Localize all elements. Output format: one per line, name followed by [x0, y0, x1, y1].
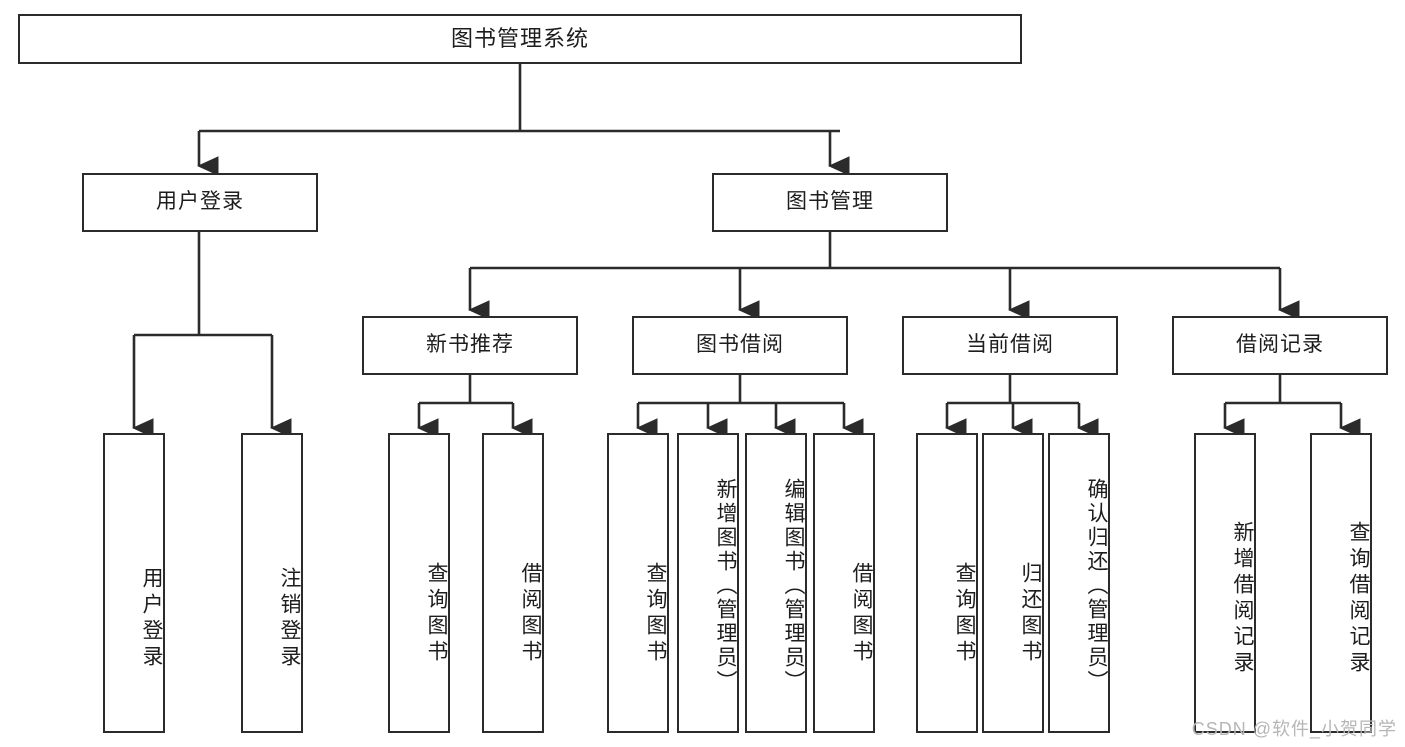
- leaf-return-book[interactable]: 归还图书: [982, 433, 1044, 733]
- leaf-edit-book-admin[interactable]: 编辑图书（管理员）: [745, 433, 807, 733]
- node-root-system[interactable]: 图书管理系统: [18, 14, 1022, 64]
- leaf-borrow-book[interactable]: 借阅图书: [813, 433, 875, 733]
- leaf-query-borrow-record[interactable]: 查询借阅记录: [1310, 433, 1372, 733]
- leaf-query-book-current[interactable]: 查询图书: [916, 433, 978, 733]
- node-user-login[interactable]: 用户登录: [82, 173, 318, 232]
- leaf-add-borrow-record[interactable]: 新增借阅记录: [1194, 433, 1256, 733]
- node-book-management[interactable]: 图书管理: [712, 173, 948, 232]
- leaf-confirm-return-admin[interactable]: 确认归还（管理员）: [1048, 433, 1110, 733]
- leaf-query-book-borrow[interactable]: 查询图书: [607, 433, 669, 733]
- leaf-user-logout[interactable]: 注销登录: [241, 433, 303, 733]
- leaf-borrow-book-recommend[interactable]: 借阅图书: [482, 433, 544, 733]
- node-new-book-recommend[interactable]: 新书推荐: [362, 316, 578, 375]
- leaf-query-book-recommend[interactable]: 查询图书: [388, 433, 450, 733]
- node-current-borrow[interactable]: 当前借阅: [902, 316, 1118, 375]
- node-borrow-record[interactable]: 借阅记录: [1172, 316, 1388, 375]
- csdn-watermark: CSDN @软件_小贺同学: [1191, 719, 1397, 739]
- leaf-user-login[interactable]: 用户登录: [103, 433, 165, 733]
- leaf-add-book-admin[interactable]: 新增图书（管理员）: [677, 433, 739, 733]
- node-book-borrow[interactable]: 图书借阅: [632, 316, 848, 375]
